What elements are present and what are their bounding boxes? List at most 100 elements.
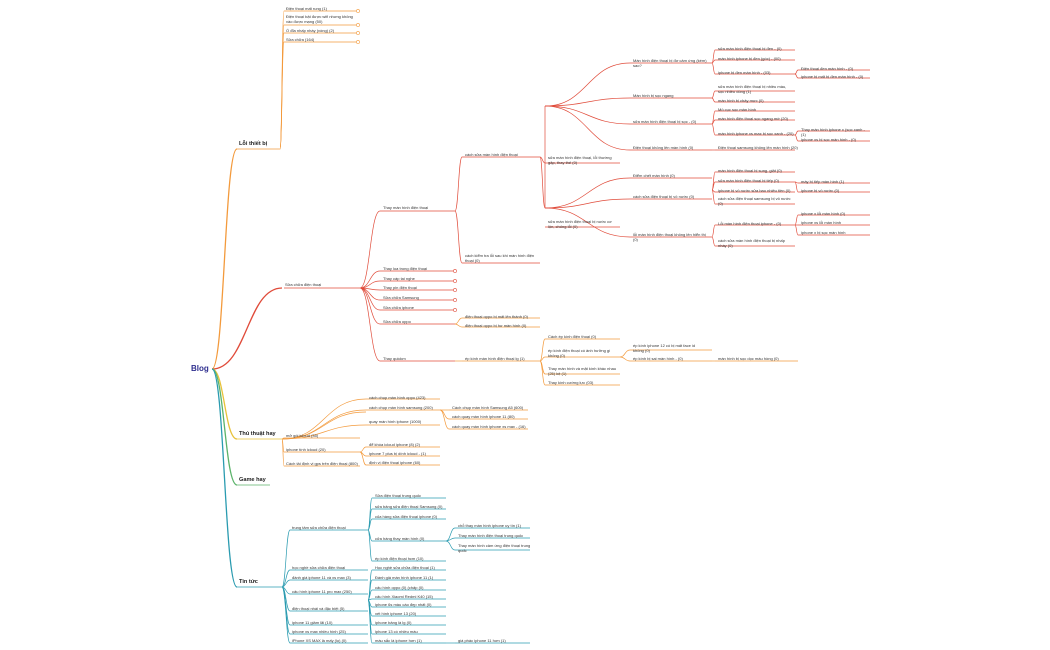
node-nhom2[interactable]: sửa màn hình điện thoại bị nước cơ lộn, … <box>548 219 612 229</box>
collapse-dot-38[interactable] <box>453 269 457 273</box>
node-tin-sub-6[interactable]: xét hình iphone 13 (20) <box>375 611 417 616</box>
node-tin-g1-1[interactable]: Sửa điện thoại trung quốc <box>375 493 422 498</box>
node-loi-mh-khong[interactable]: lỗi màn hình điện thoại không lên hiển t… <box>633 232 706 242</box>
collapse-dot-42[interactable] <box>453 308 457 312</box>
node-sub-c2-2[interactable]: iphone xs bị sọc màn hình - (0) <box>801 137 856 142</box>
category-loi-thiet-bi[interactable]: Lỗi thiết bị <box>239 141 268 147</box>
node-mh-bi-soc[interactable]: Màn hình bị sọc ngang <box>633 93 674 98</box>
collapse-dot-39[interactable] <box>453 279 457 283</box>
node-sub-b-2[interactable]: màn hình bị chảy mực (0) <box>718 98 764 103</box>
node-sub-d[interactable]: Điện thoại samsung không lên màn hình (2… <box>718 145 798 150</box>
node-quickm-sub[interactable]: ép kính màn hình điện thoại lg (1) <box>465 356 525 361</box>
node-loi-3[interactable]: Ổ đĩa nhấp nháy (vòng) (2) <box>286 28 335 33</box>
node-sub-c-3[interactable]: màn hình iphone xs max bị sọc xanh - (20… <box>718 131 794 136</box>
node-tin-sub-7[interactable]: iphone bảng là lg (0) <box>375 620 412 625</box>
node-sub-f2-1[interactable]: iphone x lỗi màn hình (0) <box>801 211 846 216</box>
node-tin-g1-2[interactable]: sửa bảng sửa điện thoại Samsung (0) <box>375 504 443 509</box>
node-loi-1[interactable]: Điện thoại mất rung (1) <box>286 6 327 11</box>
node-tin-extra[interactable]: giá phác iphone 11 hơn (1) <box>458 638 506 643</box>
node-tt-group2[interactable]: mở gói icloud (35) <box>286 433 319 438</box>
node-diem-chet[interactable]: Điểm chết màn hình (0) <box>633 173 675 178</box>
node-quickm-sub3-2[interactable]: ép kính bị sai màn hình - (0) <box>633 356 683 361</box>
node-tin-group1[interactable]: trung tâm sửa chữa điện thoại <box>292 525 346 530</box>
node-sub-f-1[interactable]: Lỗi màn hình điện thoại iphone - (0) <box>718 221 782 226</box>
category-game[interactable]: Game hay <box>239 477 266 483</box>
node-tin-sub-8[interactable]: iphone 13 có nhiều màu <box>375 629 418 634</box>
root-node[interactable]: Blog <box>191 364 209 373</box>
collapse-dot-11[interactable] <box>356 9 360 13</box>
node-loi-2[interactable]: Điện thoại bật được wifi nhưng không vào… <box>286 14 353 24</box>
node-tt-g2-1[interactable]: iphone tính icloud (20) <box>286 447 326 452</box>
node-tin-g1-3[interactable]: của hàng sửa điện thoại iphone (0) <box>375 514 438 519</box>
node-sub-b-1[interactable]: sửa màn hình điện thoại bị nhiều màu, sọ… <box>718 84 787 94</box>
node-quickm-sub2-1[interactable]: Cách ép kính điện thoại (0) <box>548 334 597 339</box>
node-tin-sub-3[interactable]: cấu hình oppo (0) (chấp (0) <box>375 585 424 590</box>
node-sub-f2-2[interactable]: iphone xs lỗi màn hình <box>801 220 842 225</box>
node-tin-item-3[interactable]: cấu hình iphone 11 pro max (250) <box>292 589 352 594</box>
node-sub-e2-2[interactable]: iphone bị vô nước (0) <box>801 188 840 193</box>
node-oppo-sub-2[interactable]: điện thoại oppo bị hư màn hình (0) <box>465 323 527 328</box>
node-tin-g1-sub-2[interactable]: Thay màn hình điện thoại trung quốc <box>458 533 524 538</box>
node-sc-item-7[interactable]: Thay quickm <box>383 356 406 361</box>
node-sc-item-3[interactable]: Thay pin điện thoại <box>383 285 417 290</box>
node-sc-item-5[interactable]: Sửa chữa iphone <box>383 305 414 310</box>
node-sub-e-1[interactable]: màn hình điện thoại bị sụng, giật (0) <box>718 168 782 173</box>
node-sub-c2-1[interactable]: Thay màn hình iphone x (sọc xanh - (1) <box>801 127 865 137</box>
collapse-dot-40[interactable] <box>453 288 457 292</box>
node-sub-e-2[interactable]: sửa màn hình điện thoại bị tiếp (0) <box>718 178 779 183</box>
node-quickm-sub2-3[interactable]: Thay màn hình và mặt kính khác nhau (25)… <box>548 366 617 376</box>
node-sub-a-2[interactable]: màn hình iphone bị đen (góc) - (00) <box>718 56 781 61</box>
node-sub-a2-2[interactable]: iphone bị mất bị đen màn hình - (0) <box>801 74 864 79</box>
node-oppo-sub-1[interactable]: điện thoại oppo bị mất lên thành (0) <box>465 314 528 319</box>
collapse-dot-17[interactable] <box>356 31 360 35</box>
node-tin-g1-5[interactable]: ép kính điện thoại hcm (10) <box>375 556 424 561</box>
node-tt-g2-sub-3[interactable]: định vị điện thoại iphone (60) <box>369 460 421 465</box>
node-sc-item-1[interactable]: Thay loa trong điện thoại <box>383 266 428 271</box>
node-tin-g1-4[interactable]: cửa hàng thay màn hình (0) <box>375 536 425 541</box>
node-tt-g1-sub-3[interactable]: cách quay màn hình iphone xs max - (16) <box>452 424 526 429</box>
node-sub-a-1[interactable]: sửa màn hình điện thoại bị đen - (0) <box>718 46 782 51</box>
node-khong-len-mh[interactable]: Điện thoại không lên màn hình (0) <box>633 145 694 150</box>
node-tt-g1-3[interactable]: quay màn hình iphone (1000) <box>369 419 422 424</box>
node-tin-item-1[interactable]: học nghề sửa chữa điện thoại <box>292 565 346 570</box>
node-tt-g2-2[interactable]: Cách tải định vị gps trên điện thoại (80… <box>286 461 358 466</box>
node-tin-item-5[interactable]: iphone 11 giảm lãi (10) <box>292 620 333 625</box>
node-tin-g1-sub-1[interactable]: chỗ thay màn hình iphone uy tín (1) <box>458 523 521 528</box>
node-sub-f-2[interactable]: cách sửa màn hình điện thoại bị nhấp nhá… <box>718 238 785 248</box>
node-sc-item-6[interactable]: Sửa chữa oppo <box>383 319 411 324</box>
node-tt-g1-2[interactable]: cách chụp màn hình samsung (200) <box>369 405 433 410</box>
node-tt-g1-sub-2[interactable]: cách quay màn hình iphone 11 (80) <box>452 414 515 419</box>
node-tt-g1-sub-1[interactable]: Cách chụp màn hình Samsung A5 (600) <box>452 405 524 410</box>
node-sub-a2-1[interactable]: Điện thoại đen màn hình - (0) <box>801 66 854 71</box>
node-cach-sua[interactable]: cách sửa màn hình điện thoại <box>465 152 518 157</box>
node-sub-c-2[interactable]: màn hình điện thoại sọc ngang mờ (20) <box>718 116 788 121</box>
node-quickm-sub2-2[interactable]: ép kính điện thoại có ảnh hưởng gì không… <box>548 348 611 358</box>
node-thay-man-hinh[interactable]: Thay màn hình điện thoại <box>383 205 429 210</box>
node-sub-a-3[interactable]: iphone bị đen màn hình - (03) <box>718 70 771 75</box>
node-tin-sub-5[interactable]: iphone 6s màu cáo đẹp nhất (0) <box>375 602 432 607</box>
category-tin-tuc[interactable]: Tin tức <box>239 579 258 585</box>
node-tt-g2-sub-1[interactable]: để khóa icloud iphone (8) (2) <box>369 442 420 447</box>
node-sua-chua[interactable]: Sửa chữa điện thoại <box>285 282 322 287</box>
node-tin-item-6[interactable]: iphone xs max nhiều hình (25) <box>292 629 346 634</box>
category-thu-thuat[interactable]: Thủ thuật hay <box>239 431 276 437</box>
node-sub-f2-3[interactable]: iphone x bị sọc màn hình <box>801 230 846 235</box>
collapse-dot-20[interactable] <box>356 40 360 44</box>
node-cach-kiem-tra[interactable]: cách kiểm tra lỗi sau khi màn hình điện … <box>465 253 535 263</box>
node-sub-c-1[interactable]: Mô cục sọc màn hình <box>718 107 757 112</box>
node-sub-e2-1[interactable]: máy bị tiếp màn hình (1) <box>801 179 845 184</box>
node-quickm-sub3-1[interactable]: ép kính iphone 12 có bị mất face id khôn… <box>633 343 696 353</box>
node-tt-g2-sub-2[interactable]: iphone 7 plus bị dính icloud - (1) <box>369 451 426 456</box>
collapse-dot-14[interactable] <box>356 23 360 27</box>
node-tt-g1-1[interactable]: cách chụp màn hình oppo (423) <box>369 395 426 400</box>
node-sc-item-2[interactable]: Thay cáp tai nghe <box>383 276 415 281</box>
node-sua-mh-soc[interactable]: sửa màn hình điện thoại bị sọc - (0) <box>633 119 697 124</box>
node-tin-item-7[interactable]: iPhone XS MAX là mấy (lọ) (0) <box>292 638 347 643</box>
node-quickm-sub2-4[interactable]: Thay kính cường lực (03) <box>548 380 594 385</box>
node-cach-sua-nuoc[interactable]: cách sửa điện thoại bị vô nước (0) <box>633 194 695 199</box>
node-nhom1[interactable]: sửa màn hình điện thoại, lỗi thường gặp,… <box>548 155 612 165</box>
node-tin-item-2[interactable]: đánh giá iphone 11 và xs max (3) <box>292 575 351 580</box>
node-sc-item-4[interactable]: Sửa chữa Samsung <box>383 295 419 300</box>
node-mh-bi-den[interactable]: Màn hình điện thoại bị đơ cảm ứng (kém) … <box>633 58 707 68</box>
node-sub-e-4[interactable]: cách sửa điện thoại samsung bị vô nước (… <box>718 196 791 206</box>
